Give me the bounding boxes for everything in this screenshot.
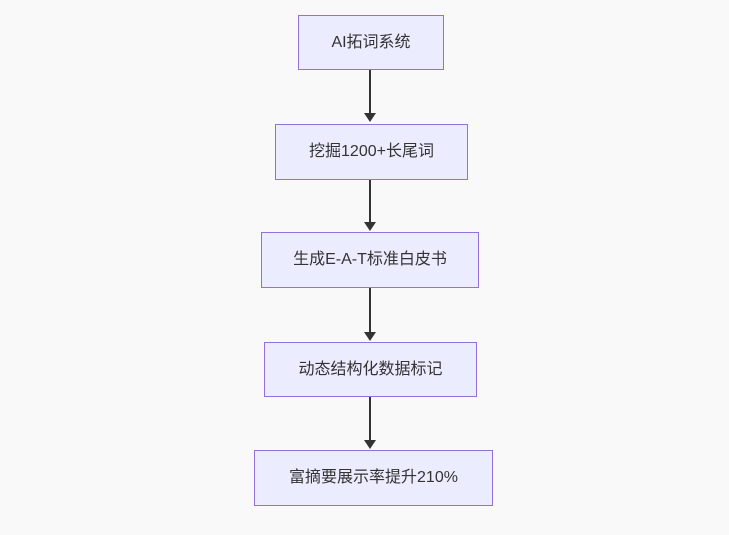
arrowhead-icon [364, 222, 376, 231]
arrowhead-icon [364, 113, 376, 122]
arrow-line [369, 397, 371, 441]
arrow-line [369, 288, 371, 333]
arrowhead-icon [364, 332, 376, 341]
arrow-line [369, 180, 371, 223]
flow-node-eat-whitepaper: 生成E-A-T标准白皮书 [261, 232, 479, 288]
arrow-line [369, 70, 371, 114]
flow-node-structured-data-markup: 动态结构化数据标记 [264, 342, 477, 397]
flow-node-ai-keyword-system: AI拓词系统 [298, 15, 444, 70]
flow-node-rich-snippet-result: 富摘要展示率提升210% [254, 450, 493, 506]
arrowhead-icon [364, 440, 376, 449]
flow-node-longtail-mining: 挖掘1200+长尾词 [275, 124, 468, 180]
